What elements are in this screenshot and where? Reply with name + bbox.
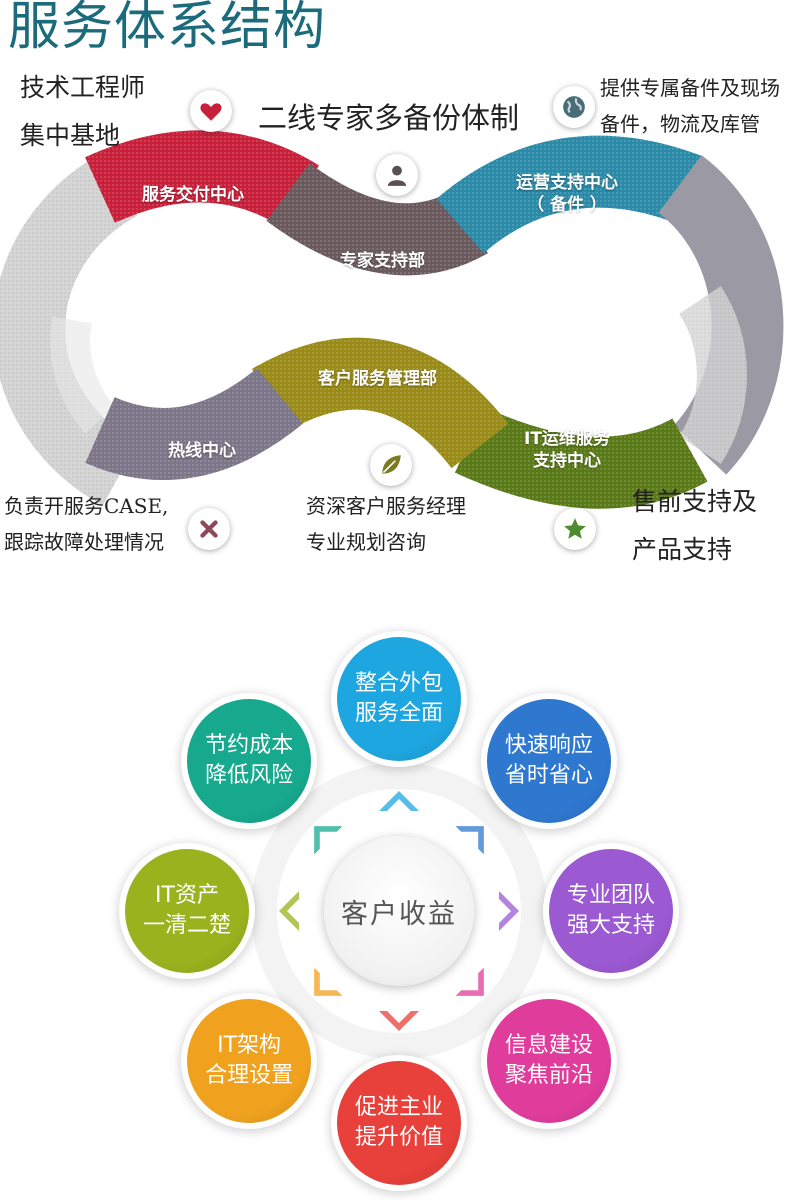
note-case-tracking-line1: 负责开服务CASE, [4,494,169,518]
globe-icon [563,96,585,118]
star-badge [554,508,596,550]
segment-label-hotline: 热线中心 [168,441,236,461]
globe-badge [553,86,595,128]
note-case-tracking: 负责开服务CASE, 跟踪故障处理情况 [4,488,168,560]
benefit-bubble-line: 信息建设 [504,1032,593,1058]
benefit-bubble-line: 降低风险 [205,763,294,789]
note-spare-parts-line2: 备件，物流及库管 [600,112,760,136]
person-badge [376,154,418,196]
benefit-bubble: 快速响应省时省心 [486,699,611,824]
benefit-arrow [455,826,484,855]
note-spare-parts-line1: 提供专属备件及现场 [600,76,780,100]
benefit-bubble: 促进主业提升价值 [337,1061,461,1185]
page-title: 服务体系结构 [8,0,327,57]
heart-badge [190,90,232,132]
benefit-bubble: 专业团队强大支持 [549,849,673,973]
leaf-icon [382,455,401,474]
loop-left-gray-arc [0,152,138,506]
person-icon [387,165,407,186]
benefit-bubble-line: 强大支持 [566,913,655,938]
benefit-bubble-line: 服务全面 [354,701,443,726]
benefit-bubble: 整合外包服务全面 [337,637,461,761]
heart-icon [200,103,222,121]
benefit-bubble: 节约成本降低风险 [187,699,312,824]
segment-label-it-ops-line2: 支持中心 [532,451,601,471]
note-service-manager-line1: 资深客户服务经理 [306,494,466,518]
benefit-arrow [499,891,519,931]
segment-label-expert-support: 专家支持部 [340,251,425,271]
segment-label-operations-line1: 运营支持中心 [516,173,618,193]
note-presales-line2: 产品支持 [632,535,733,564]
benefit-bubble-line: 一清二楚 [142,913,231,938]
segment-label-customer-service-mgmt: 客户服务管理部 [318,369,437,389]
benefit-bubble-line: 整合外包 [354,671,443,696]
benefit-bubble-line: 促进主业 [354,1095,443,1120]
note-presales: 售前支持及 产品支持 [632,478,757,574]
segment-label-it-ops-line1: IT运维服务 [524,429,610,449]
note-service-manager: 资深客户服务经理 专业规划咨询 [306,488,466,560]
note-spare-parts: 提供专属备件及现场 备件，物流及库管 [600,70,780,142]
loop-left-light-arc [50,316,116,434]
note-expert-backup: 二线专家多备份体制 [258,101,520,135]
note-tech-engineer-base: 技术工程师 集中基地 [20,64,145,160]
benefit-arrow [379,791,419,811]
star-icon [564,518,586,539]
benefit-arrow [379,1011,419,1031]
close-x-icon [200,520,218,538]
segment-label-service-delivery: 服务交付中心 [142,185,244,205]
benefit-bubble-line: 聚焦前沿 [504,1062,593,1088]
benefit-bubble-line: 快速响应 [504,733,593,759]
benefit-arrow [279,891,299,931]
segment-label-it-ops: IT运维服务 支持中心 [524,428,610,472]
benefit-bubble-line: 提升价值 [354,1125,443,1150]
segment-label-operations-support: 运营支持中心 （ 备件 ） [516,172,618,216]
note-presales-line1: 售前支持及 [632,487,758,516]
benefit-bubble-line: 专业团队 [566,883,655,908]
note-tech-engineer-line1: 技术工程师 [20,73,146,102]
benefit-bubble-line: 省时省心 [504,763,593,789]
benefit-arrow [314,826,343,855]
benefit-bubble: 信息建设聚焦前沿 [486,998,611,1123]
note-tech-engineer-line2: 集中基地 [20,121,121,150]
segment-label-operations-line2: （ 备件 ） [527,195,607,215]
note-service-manager-line2: 专业规划咨询 [306,530,426,554]
benefit-bubble-line: 合理设置 [205,1062,294,1088]
benefit-bubble-line: IT架构 [217,1032,282,1058]
leaf-badge [370,444,412,486]
infinity-loop-diagram [0,130,784,509]
benefit-bubble: IT架构合理设置 [187,998,312,1123]
benefit-bubble-line: 节约成本 [205,733,294,759]
customer-benefit-center: 客户收益 [324,836,474,986]
benefit-bubble: IT资产一清二楚 [125,849,249,973]
benefit-bubble-line: IT资产 [155,883,219,908]
close-badge [188,508,230,550]
note-case-tracking-line2: 跟踪故障处理情况 [4,530,164,554]
